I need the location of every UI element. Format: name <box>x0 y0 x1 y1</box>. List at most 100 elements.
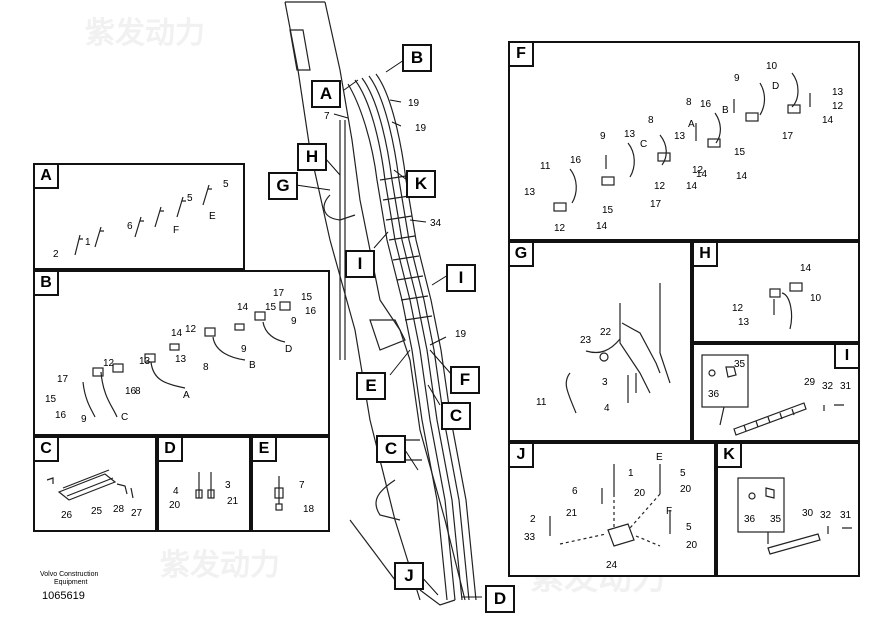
panel-a-num-5a: 5 <box>187 193 193 204</box>
panel-j-num-20b: 20 <box>680 484 692 495</box>
main-num-34: 34 <box>430 218 442 229</box>
panel-f-num-10: 10 <box>766 61 778 72</box>
panel-f-num-15a: 15 <box>734 147 746 158</box>
main-num-19c: 19 <box>455 329 467 340</box>
panel-f-num-17b: 17 <box>650 199 662 210</box>
callout-f[interactable]: F <box>450 366 480 394</box>
panel-a-letter-e: E <box>209 211 216 222</box>
panel-j-letter-f: F <box>666 506 672 517</box>
detail-panel-a: A 2 1 6 5 5 F E <box>33 163 245 270</box>
panel-k-num-31: 31 <box>840 510 852 521</box>
panel-label-a: A <box>35 165 59 189</box>
panel-i-num-35: 35 <box>734 359 746 370</box>
panel-i-num-31: 31 <box>840 381 852 392</box>
panel-f-num-14a: 14 <box>822 115 834 126</box>
callout-i-right[interactable]: I <box>446 264 476 292</box>
panel-b-letter-c: C <box>121 412 128 423</box>
panel-h-num-13: 13 <box>738 317 750 328</box>
panel-f-num-13b: 13 <box>624 129 636 140</box>
panel-g-num-22: 22 <box>600 327 612 338</box>
panel-i-num-36: 36 <box>708 389 720 400</box>
panel-f-num-13c: 13 <box>674 131 686 142</box>
callout-c-right[interactable]: C <box>441 402 471 430</box>
panel-f-letter-a: A <box>688 119 695 130</box>
panel-b-num-13b: 13 <box>175 354 187 365</box>
panel-label-b: B <box>35 272 59 296</box>
panel-j-num-21: 21 <box>566 508 578 519</box>
panel-label-f: F <box>510 43 534 67</box>
panel-label-e: E <box>253 438 277 462</box>
panel-f-num-8a: 8 <box>686 97 692 108</box>
panel-a-num-5b: 5 <box>223 179 229 190</box>
main-num-7: 7 <box>324 111 330 122</box>
panel-label-h: H <box>694 243 718 267</box>
callout-a[interactable]: A <box>311 80 341 108</box>
callout-e[interactable]: E <box>356 372 386 400</box>
panel-f-num-9b: 9 <box>600 131 606 142</box>
panel-j-num-6: 6 <box>572 486 578 497</box>
panel-b-letter-b: B <box>249 360 256 371</box>
panel-b-num-9c: 9 <box>81 414 87 425</box>
callout-k[interactable]: K <box>406 170 436 198</box>
panel-f-letter-c: C <box>640 139 647 150</box>
panel-j-num-20a: 20 <box>634 488 646 499</box>
panel-b-num-9b: 9 <box>291 316 297 327</box>
callout-c-left[interactable]: C <box>376 435 406 463</box>
panel-k-num-35: 35 <box>770 514 782 525</box>
callout-j[interactable]: J <box>394 562 424 590</box>
panel-label-j: J <box>510 444 534 468</box>
panel-b-num-16c: 16 <box>125 386 137 397</box>
callout-i-left[interactable]: I <box>345 250 375 278</box>
callout-d[interactable]: D <box>485 585 515 613</box>
panel-g-num-11: 11 <box>536 397 547 408</box>
detail-panel-b: B 17 15 14 15 16 12 13 14 13 12 8 8 9 <box>33 270 330 436</box>
panel-f-num-16a: 16 <box>700 99 712 110</box>
panel-k-num-32: 32 <box>820 510 832 521</box>
footer-company: Volvo Construction Equipment <box>40 571 98 587</box>
panel-e-num-18: 18 <box>303 504 315 515</box>
panel-b-letter-d: D <box>285 344 292 355</box>
panel-j-num-20c: 20 <box>686 540 698 551</box>
panel-b-letter-a: A <box>183 390 190 401</box>
callout-h[interactable]: H <box>297 143 327 171</box>
panel-d-num-20: 20 <box>169 500 181 511</box>
panel-b-num-15c: 15 <box>45 394 57 405</box>
panel-b-num-14b: 14 <box>171 328 183 339</box>
panel-label-g: G <box>510 243 534 267</box>
panel-j-num-2: 2 <box>530 514 536 525</box>
panel-h-num-14: 14 <box>800 263 812 274</box>
part-number: 1065619 <box>42 590 85 602</box>
panel-h-num-12: 12 <box>732 303 744 314</box>
panel-g-num-4: 4 <box>604 403 610 414</box>
panel-h-num-10: 10 <box>810 293 822 304</box>
panel-a-letter-f: F <box>173 225 179 236</box>
panel-f-num-9a: 9 <box>734 73 740 84</box>
panel-f-num-12c: 12 <box>554 223 566 234</box>
panel-f-num-14b: 14 <box>696 169 708 180</box>
detail-panel-g: G 22 23 3 4 11 <box>508 241 692 442</box>
panel-c-num-25: 25 <box>91 506 103 517</box>
panel-f-num-16b: 16 <box>570 155 582 166</box>
panel-i-num-32: 32 <box>822 381 834 392</box>
panel-g-num-23: 23 <box>580 335 592 346</box>
main-num-19b: 19 <box>415 123 427 134</box>
panel-b-num-16b: 16 <box>55 410 67 421</box>
panel-f-num-11: 11 <box>540 161 551 172</box>
panel-label-i: I <box>834 345 858 369</box>
detail-panel-c: C 26 25 28 27 <box>33 436 157 532</box>
panel-b-num-12b: 12 <box>103 358 115 369</box>
panel-b-num-17a: 17 <box>273 288 285 299</box>
panel-g-num-3: 3 <box>602 377 608 388</box>
panel-a-num-6: 6 <box>127 221 133 232</box>
detail-panel-k: K 36 35 30 32 31 <box>716 442 860 577</box>
panel-f-num-15b: 15 <box>602 205 614 216</box>
panel-label-k: K <box>718 444 742 468</box>
callout-b[interactable]: B <box>402 44 432 72</box>
panel-label-d: D <box>159 438 183 462</box>
panel-a-num-2: 2 <box>53 249 59 260</box>
panel-c-num-27: 27 <box>131 508 143 519</box>
detail-panel-i: I 35 36 29 32 31 <box>692 343 860 442</box>
callout-g[interactable]: G <box>268 172 298 200</box>
panel-b-num-12a: 12 <box>185 324 197 335</box>
